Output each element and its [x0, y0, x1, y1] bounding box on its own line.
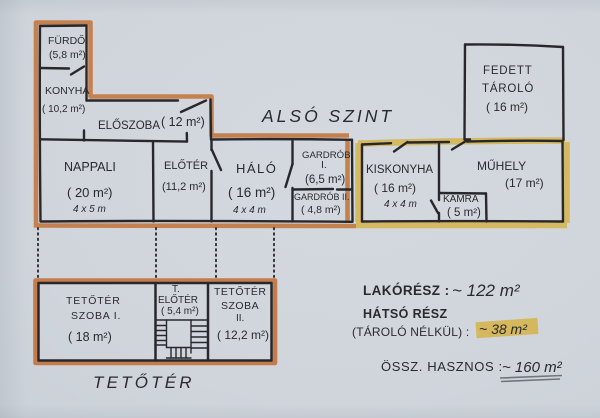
svg-text:~ 122 m²: ~ 122 m² [452, 281, 521, 300]
svg-text:(5,8 m²): (5,8 m²) [49, 49, 86, 61]
svg-text:TETŐTÉR: TETŐTÉR [66, 293, 121, 307]
svg-text:( 10,2 m²): ( 10,2 m²) [42, 104, 85, 115]
svg-text:( 12,2 m²): ( 12,2 m²) [217, 328, 269, 342]
svg-text:TETŐTÉR: TETŐTÉR [93, 373, 195, 392]
svg-text:GARDRÓB II.: GARDRÓB II. [294, 192, 350, 202]
svg-text:(17 m²): (17 m²) [505, 176, 544, 190]
svg-text:TÁROLÓ: TÁROLÓ [482, 82, 534, 95]
svg-text:~ 160 m²: ~ 160 m² [502, 359, 563, 376]
svg-text:ALSÓ SZINT: ALSÓ SZINT [261, 105, 394, 126]
svg-text:KAMRA: KAMRA [443, 194, 479, 205]
svg-text:SZOBA I.: SZOBA I. [71, 310, 121, 322]
svg-text:4 x 4 m: 4 x 4 m [233, 205, 266, 216]
svg-text:( 5 m²): ( 5 m²) [447, 207, 481, 219]
svg-text:FEDETT: FEDETT [483, 65, 533, 77]
svg-text:~ 38 m²: ~ 38 m² [479, 321, 528, 337]
svg-text:(TÁROLÓ NÉLKÜL) :: (TÁROLÓ NÉLKÜL) : [352, 324, 469, 339]
svg-text:T.: T. [172, 284, 180, 295]
svg-text:GARDRÓB: GARDRÓB [302, 150, 351, 161]
svg-text:( 5,4 m²): ( 5,4 m²) [161, 306, 199, 317]
svg-text:HÁTSÓ RÉSZ: HÁTSÓ RÉSZ [363, 306, 448, 321]
svg-text:FÜRDŐ: FÜRDŐ [48, 33, 85, 47]
svg-text:( 20 m²): ( 20 m²) [67, 185, 113, 200]
svg-text:ELŐTÉR: ELŐTÉR [164, 158, 208, 172]
svg-text:NAPPALI: NAPPALI [64, 160, 116, 174]
svg-text:I.: I. [321, 159, 327, 171]
svg-text:KONYHA: KONYHA [45, 85, 89, 97]
svg-text:II.: II. [236, 313, 244, 324]
svg-text:KISKONYHA: KISKONYHA [366, 164, 433, 176]
svg-text:4 x 4 m: 4 x 4 m [384, 199, 417, 210]
svg-text:( 18 m²): ( 18 m²) [68, 330, 112, 344]
svg-text:( 12 m²): ( 12 m²) [161, 115, 205, 129]
svg-text:ÖSSZ. HASZNOS :: ÖSSZ. HASZNOS : [381, 359, 503, 374]
svg-text:(11,2 m²): (11,2 m²) [162, 181, 206, 193]
svg-text:(6,5 m²): (6,5 m²) [305, 174, 345, 186]
svg-text:SZOBA: SZOBA [221, 300, 259, 312]
svg-text:LAKÓRÉSZ :: LAKÓRÉSZ : [363, 283, 450, 298]
svg-text:MŰHELY: MŰHELY [477, 158, 526, 173]
svg-text:( 16 m²): ( 16 m²) [486, 100, 528, 114]
svg-text:( 16 m²): ( 16 m²) [374, 181, 416, 195]
svg-text:ELŐSZOBA: ELŐSZOBA [98, 118, 160, 132]
svg-text:4 x 5 m: 4 x 5 m [73, 204, 106, 215]
svg-text:( 4,8 m²): ( 4,8 m²) [301, 204, 341, 216]
svg-text:TETŐTÉR: TETŐTÉR [214, 284, 267, 298]
svg-text:( 16 m²): ( 16 m²) [228, 185, 275, 200]
svg-text:ELŐTÉR: ELŐTÉR [158, 292, 198, 306]
svg-text:HÁLÓ: HÁLÓ [236, 161, 277, 176]
